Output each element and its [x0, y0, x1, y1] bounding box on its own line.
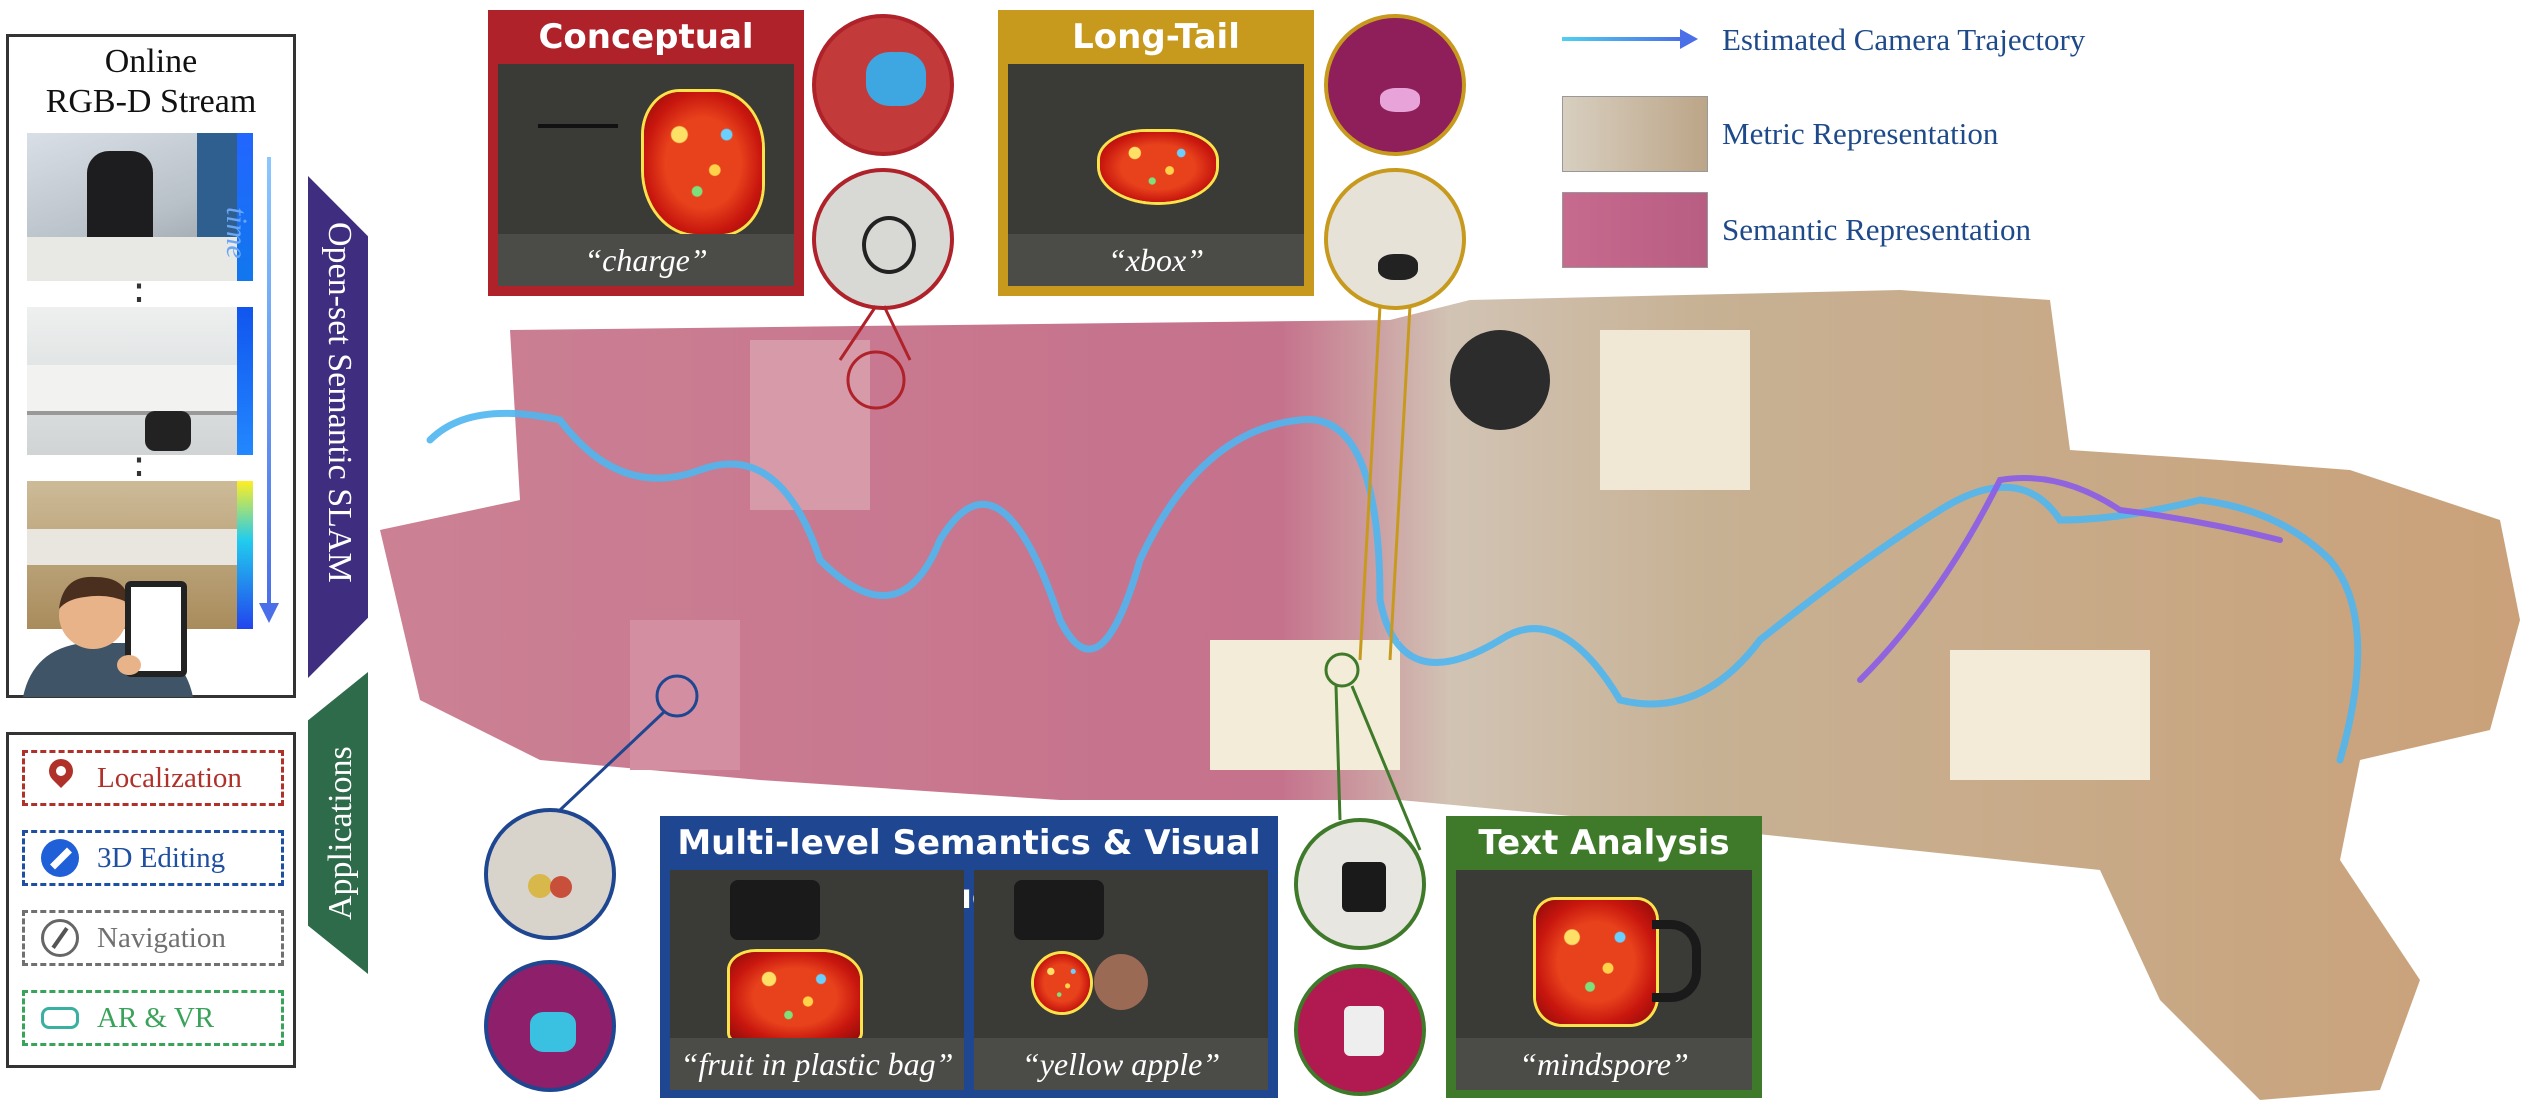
panel-title: Conceptual Query: [538, 17, 754, 111]
heatmap-region: [1536, 900, 1656, 1024]
depth-bar-3: [237, 481, 253, 629]
query-text: “mindspore”: [1456, 1038, 1752, 1090]
panel-title: Text Analysis: [1478, 823, 1730, 863]
panel-title: Long-Tail Objects: [1072, 17, 1240, 111]
text-analysis-panel: Text Analysis “mindspore”: [1446, 816, 1762, 1098]
desk-shape: [27, 529, 249, 565]
zoom-circle-semantic-fruit: [484, 960, 616, 1092]
query-image-b: “yellow apple”: [974, 870, 1268, 1090]
rgbd-stream-panel: Online RGB-D Stream ⋮ ⋮ time: [6, 34, 296, 698]
stream-title-line2: RGB-D Stream: [45, 83, 257, 120]
slam-banner: [308, 176, 368, 678]
vr-headset-icon: [41, 999, 79, 1037]
zoom-circle-rgb-charge: [812, 168, 954, 310]
camera-trajectory-end: [1857, 475, 2283, 683]
compass-icon: [41, 919, 79, 957]
time-arrowhead: [259, 603, 279, 623]
cabinet-right-top: [1600, 330, 1750, 490]
query-image: “mindspore”: [1456, 870, 1752, 1090]
time-arrow: [267, 157, 271, 607]
map-pin-icon: [41, 754, 79, 797]
legend-metric-text: Metric Representation: [1722, 116, 1999, 151]
cabinet-center: [1210, 640, 1400, 770]
heatmap-region: [730, 952, 860, 1042]
applications-panel: [6, 732, 296, 1068]
app-3d-editing[interactable]: 3D Editing: [22, 830, 284, 886]
app-label: Navigation: [97, 921, 226, 954]
legend-trajectory-text: Estimated Camera Trajectory: [1722, 22, 2086, 57]
semantic-legend-swatch: [1562, 192, 1708, 268]
heatmap-region: [1100, 132, 1216, 202]
query-image: “xbox”: [1008, 64, 1304, 286]
app-ar-vr[interactable]: AR & VR: [22, 990, 284, 1046]
metric-legend-swatch: [1562, 96, 1708, 172]
person-with-tablet-icon: [23, 576, 193, 697]
zoom-circle-semantic-charge: [812, 14, 954, 156]
rgbd-frame-2: [27, 307, 249, 455]
trajectory-legend-arrowhead: [1680, 29, 1698, 49]
heatmap-region: [644, 92, 762, 234]
cabinet-left-top: [750, 340, 870, 510]
zoom-circle-semantic-xbox: [1324, 14, 1466, 156]
zoom-circle-rgb-xbox: [1324, 168, 1466, 310]
app-navigation[interactable]: Navigation: [22, 910, 284, 966]
backpack-shape: [87, 151, 153, 247]
zoom-circle-rgb-fruit: [484, 808, 616, 940]
pencil-icon: [41, 839, 79, 877]
cable-shape: [538, 124, 618, 128]
chair-shape: [145, 411, 191, 451]
conceptual-query-panel: Conceptual Query “charge”: [488, 10, 804, 296]
query-text: “yellow apple”: [974, 1038, 1268, 1090]
chair-dark: [1450, 330, 1550, 430]
stream-title-line1: Online: [104, 43, 198, 80]
app-label: Localization: [97, 761, 242, 794]
query-text: “xbox”: [1008, 234, 1304, 286]
query-text: “charge”: [498, 234, 794, 286]
panel-title: Multi-level Semantics & Visual Cues: [677, 823, 1261, 917]
desk-shape: [27, 365, 249, 415]
long-tail-panel: Long-Tail Objects “xbox”: [998, 10, 1314, 296]
trajectory-legend-line: [1562, 37, 1682, 41]
heatmap-region: [1034, 954, 1090, 1012]
app-localization[interactable]: Localization: [22, 750, 284, 806]
depth-bar-2: [237, 307, 253, 455]
app-label: 3D Editing: [97, 841, 226, 874]
query-image-a: “fruit in plastic bag”: [670, 870, 964, 1090]
query-text: “fruit in plastic bag”: [670, 1038, 964, 1090]
mug-handle: [1652, 920, 1701, 1002]
app-label: AR & VR: [97, 1001, 215, 1034]
zoom-circle-semantic-mug: [1294, 964, 1426, 1096]
zoom-circle-rgb-mug: [1294, 818, 1426, 950]
legend-semantic-text: Semantic Representation: [1722, 212, 2032, 247]
depth-bar-1: [237, 133, 253, 281]
cabinet-left-bottom: [630, 620, 740, 770]
desk-shape: [27, 237, 249, 281]
query-image: “charge”: [498, 64, 794, 286]
cabinet-right-bottom: [1950, 650, 2150, 780]
multi-level-panel: Multi-level Semantics & Visual Cues “fru…: [660, 816, 1278, 1098]
applications-banner: [308, 672, 368, 974]
